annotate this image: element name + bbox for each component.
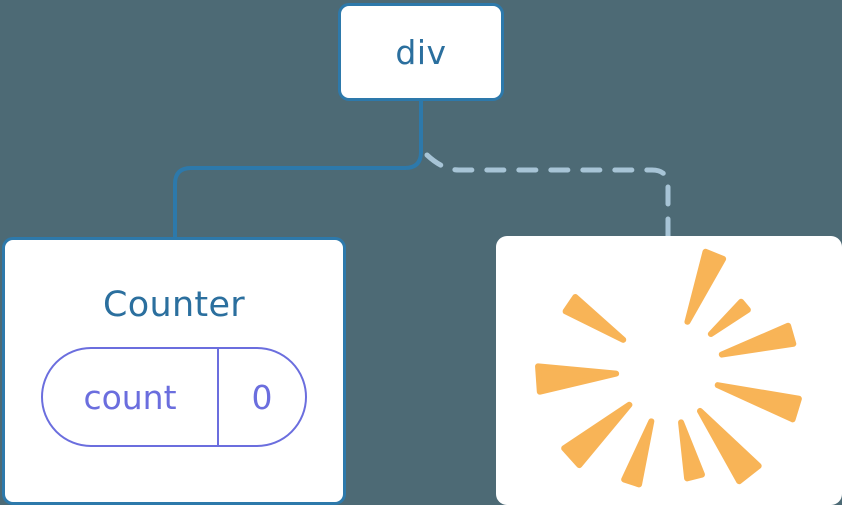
burst-ray-3 bbox=[718, 322, 797, 358]
div-node[interactable]: div bbox=[338, 3, 504, 101]
burst-ray-1 bbox=[684, 248, 727, 325]
state-key-label: count bbox=[83, 377, 177, 417]
burst-ray-9 bbox=[535, 363, 620, 395]
state-pill-divider bbox=[217, 349, 219, 445]
state-value-label: 0 bbox=[251, 377, 273, 417]
burst-ray-4 bbox=[714, 382, 802, 423]
burst-ray-5 bbox=[697, 407, 762, 485]
burst-ray-6 bbox=[678, 419, 705, 482]
counter-node[interactable]: Counter count 0 bbox=[2, 237, 346, 505]
burst-ray-8 bbox=[561, 401, 633, 469]
counter-state-pill[interactable]: count 0 bbox=[41, 347, 307, 447]
burst-ray-10 bbox=[562, 294, 627, 343]
sparkle-burst-icon bbox=[535, 248, 802, 488]
div-node-label: div bbox=[395, 32, 447, 72]
burst-node[interactable] bbox=[496, 236, 842, 505]
counter-node-label: Counter bbox=[103, 285, 245, 325]
burst-ray-2 bbox=[707, 298, 751, 337]
edge-div-burst bbox=[424, 152, 671, 241]
burst-ray-7 bbox=[621, 418, 655, 488]
edge-div-counter bbox=[173, 99, 423, 240]
